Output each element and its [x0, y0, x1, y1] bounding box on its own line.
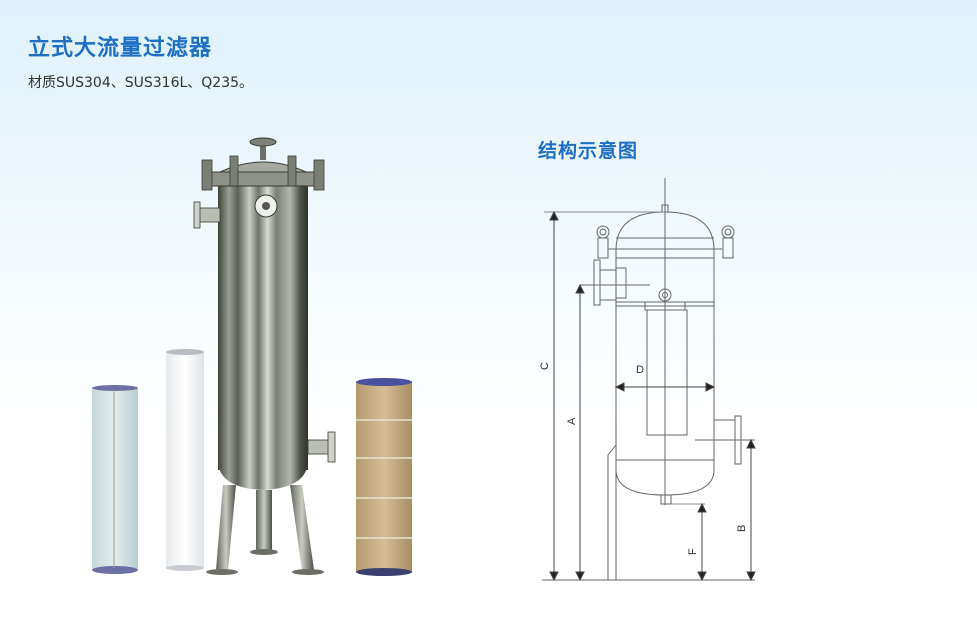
dim-label-b: B [736, 525, 748, 532]
structure-diagram: C A D F B [539, 178, 756, 582]
product-photo [92, 137, 412, 576]
white-cartridge [166, 349, 204, 571]
dim-label-d: D [636, 364, 644, 376]
dim-label-a: A [566, 417, 578, 425]
material-description: 材质SUS304、SUS316L、Q235。 [28, 75, 254, 91]
diagram-title: 结构示意图 [538, 140, 639, 162]
filter-housing [193, 137, 336, 490]
page-title: 立式大流量过滤器 [28, 36, 213, 61]
tan-cartridge [356, 378, 412, 576]
housing-legs [206, 485, 324, 575]
dim-label-f: F [687, 548, 699, 555]
dim-label-c: C [539, 362, 551, 370]
pleated-cartridge [92, 385, 138, 574]
